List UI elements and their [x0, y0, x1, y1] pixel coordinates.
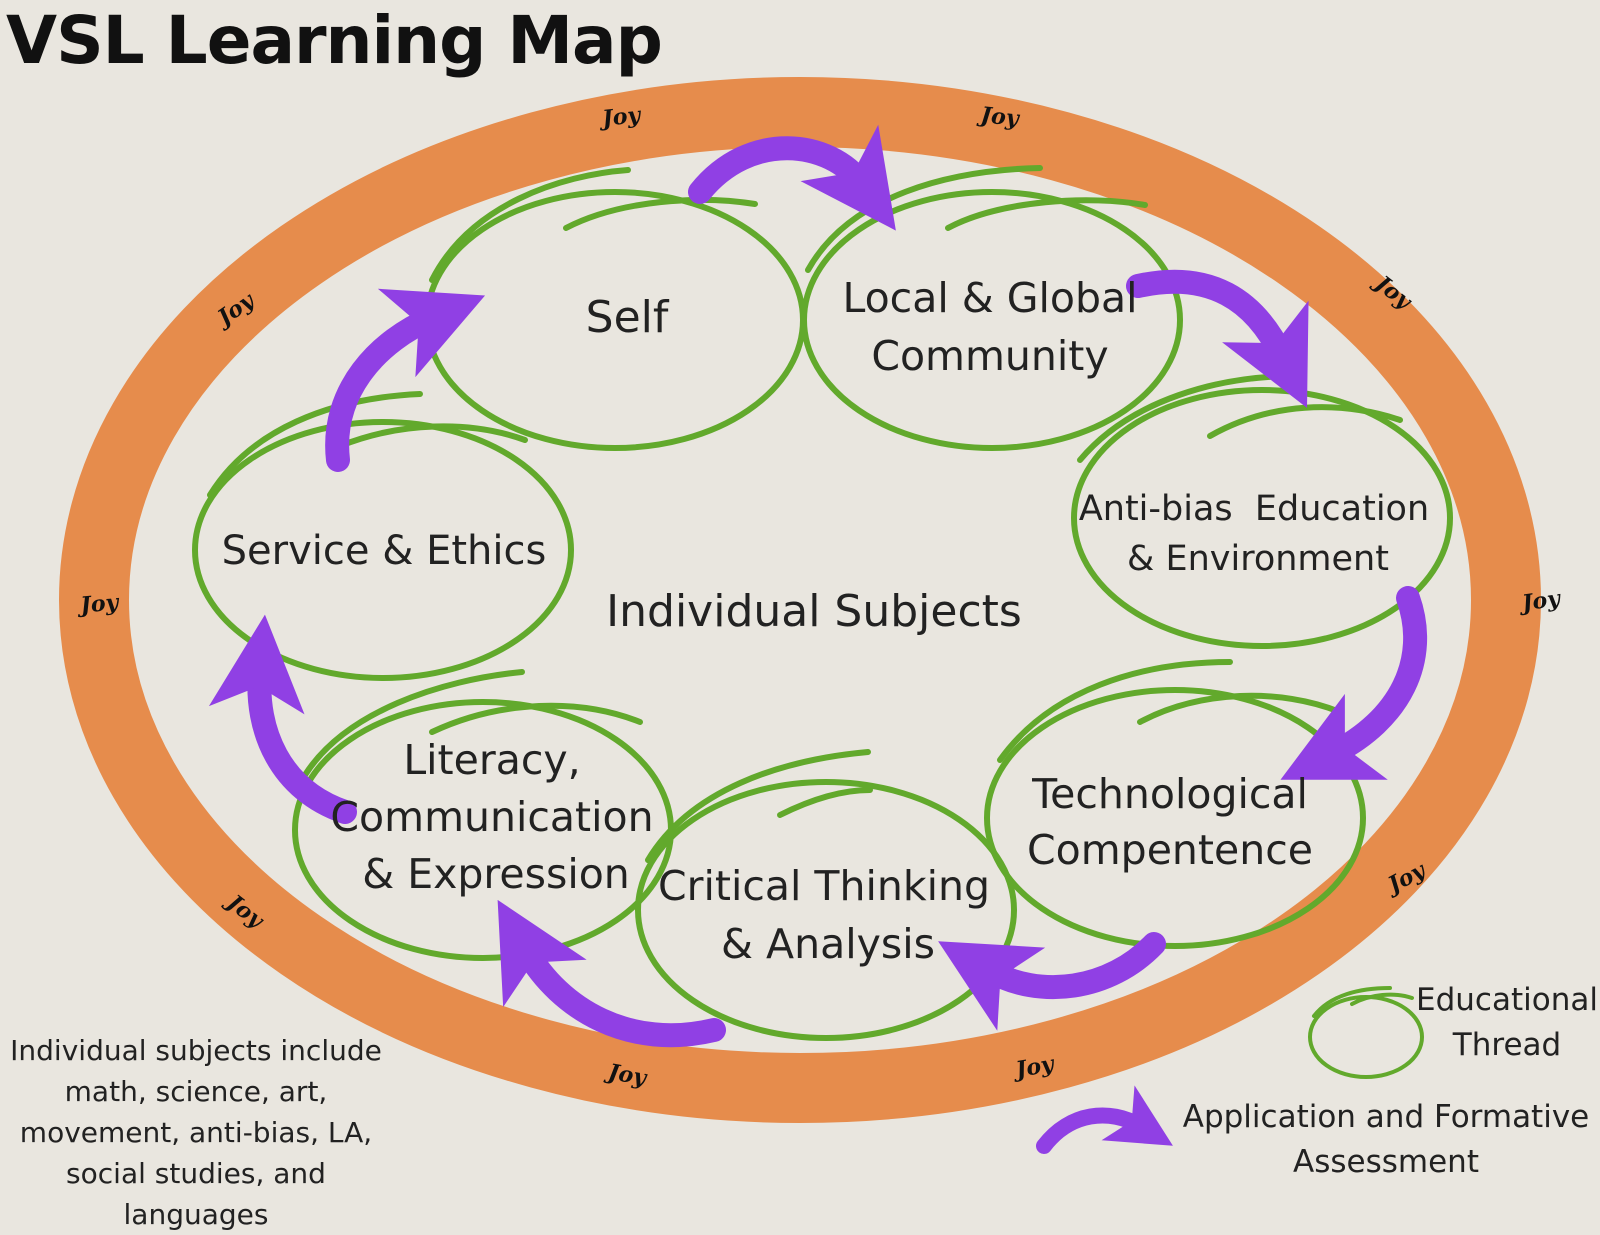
subjects-footnote: Individual subjects include math, scienc…	[0, 1030, 392, 1235]
footnote-line: social studies, and languages	[66, 1157, 326, 1231]
arrow-literacy-to-service	[208, 614, 357, 824]
thread-critical	[635, 749, 1017, 1041]
node-literacy-label-line3: & Expression	[362, 850, 630, 898]
center-label: Individual Subjects	[606, 586, 1022, 637]
node-tech-label-line1: Technological	[1031, 770, 1308, 818]
node-self-label: Self	[586, 292, 670, 343]
node-critical-label-line2: & Analysis	[721, 920, 935, 968]
node-literacy-label-line1: Literacy,	[403, 736, 580, 784]
thread-service	[192, 391, 574, 681]
node-community-label-line1: Local & Global	[842, 274, 1137, 322]
node-antibias-label-line1: Anti-bias Education	[1079, 489, 1429, 529]
legend-thread-label: Educational Thread	[1414, 978, 1600, 1068]
node-community-label-line2: Community	[871, 332, 1108, 380]
legend-thread-icon	[1308, 986, 1424, 1079]
arrow-community-to-antibias	[1126, 269, 1309, 408]
legend-thread-line: Thread	[1452, 1027, 1562, 1063]
educational-threads	[192, 165, 1453, 1041]
arrow-self-to-community	[688, 124, 896, 231]
arrow-antibias-to-tech	[1280, 586, 1428, 780]
arrow-critical-to-literacy	[497, 899, 726, 1048]
footnote-line: Individual subjects include	[10, 1034, 382, 1067]
legend-arrow-line: Application and Formative	[1182, 1099, 1590, 1135]
legend-arrow-line: Assessment	[1293, 1144, 1479, 1180]
node-labels: Self Local & Global Community Anti-bias …	[222, 274, 1430, 968]
footnote-line: movement, anti-bias, LA,	[19, 1116, 373, 1149]
joy-label: Joy	[1517, 585, 1564, 617]
learning-map-diagram: Joy Joy Joy Joy Joy Joy Joy Joy Joy Joy	[59, 77, 1564, 1154]
node-literacy-label-line2: Communication	[330, 793, 653, 841]
application-arrows	[208, 124, 1428, 1048]
legend-arrow-icon	[1036, 1085, 1173, 1154]
joy-label: Joy	[976, 102, 1023, 132]
legend-arrow-label: Application and Formative Assessment	[1176, 1095, 1596, 1185]
legend-thread-line: Educational	[1416, 982, 1598, 1018]
thread-community	[801, 165, 1183, 451]
thread-literacy	[292, 669, 674, 961]
joy-label: Joy	[597, 102, 644, 132]
page-title: VSL Learning Map	[6, 2, 663, 79]
node-critical-label-line1: Critical Thinking	[658, 862, 990, 910]
joy-ring	[59, 77, 1541, 1123]
node-antibias-label-line2: & Environment	[1127, 539, 1389, 579]
node-service-label: Service & Ethics	[222, 528, 547, 574]
node-tech-label-line2: Compentence	[1027, 826, 1313, 874]
arrow-tech-to-critical	[938, 932, 1166, 1031]
arrow-service-to-self	[325, 288, 486, 472]
footnote-line: math, science, art,	[64, 1075, 328, 1108]
joy-label: Joy	[75, 589, 121, 619]
